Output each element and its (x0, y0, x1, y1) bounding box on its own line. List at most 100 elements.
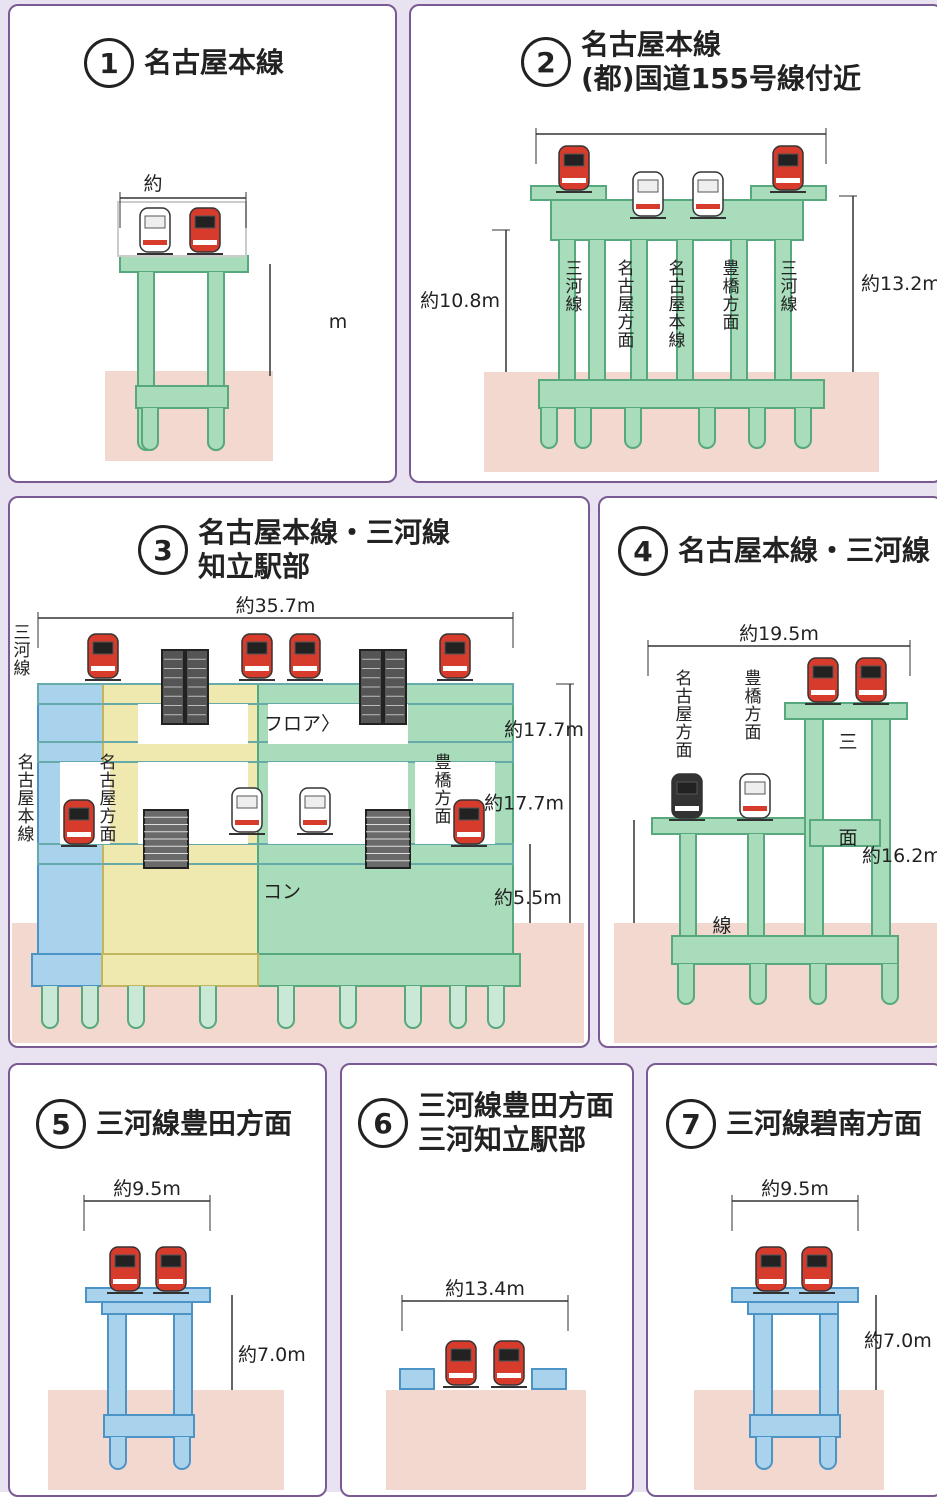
train-stripe (759, 1279, 783, 1284)
side-label: 線 (14, 659, 31, 679)
column-label: 河 (781, 277, 798, 297)
train-stripe (293, 666, 317, 671)
pile (449, 986, 467, 1029)
column-label: 名 (618, 259, 635, 279)
train-stripe (497, 1373, 521, 1378)
train-window (160, 1254, 182, 1268)
pile (487, 986, 505, 1029)
train-icon (439, 633, 471, 679)
height-label: 約7.0m (864, 1330, 932, 1352)
column-label: 本 (669, 313, 686, 333)
height-label: 約17.7m (504, 719, 584, 741)
panel-number: 1 (84, 38, 134, 88)
train-icon (739, 773, 771, 819)
train-body (807, 657, 839, 703)
direction-label: 古 (676, 687, 693, 707)
girder (119, 255, 249, 273)
direction-label: 方 (745, 705, 762, 725)
panel-title-text: 三河線碧南方面 (726, 1107, 923, 1140)
column-label: 古 (618, 277, 635, 297)
train-window (860, 665, 882, 679)
pile (698, 408, 716, 449)
high-deck (784, 702, 908, 720)
train-stripe (113, 1279, 137, 1284)
column-label: 面 (723, 313, 740, 333)
train-body (189, 207, 221, 253)
train-icon (493, 1340, 525, 1386)
panel-title-text: 三河線豊田方面 三河知立駅部 (418, 1089, 614, 1157)
train-stripe (159, 1279, 183, 1284)
concourse-label: コン (263, 881, 301, 903)
title-line-2: (都)国道155号線付近 (581, 62, 862, 95)
direction-label: 橋 (745, 687, 762, 707)
panel-title-text: 名古屋本線・三河線 (678, 534, 931, 567)
pile (277, 986, 295, 1029)
panel-number: 2 (521, 37, 571, 87)
train-body (755, 1246, 787, 1292)
column-label: 方 (723, 295, 740, 315)
pile (881, 964, 899, 1005)
pile (109, 1437, 127, 1470)
train-icon (109, 1246, 141, 1292)
column-label: 古 (669, 277, 686, 297)
footing (749, 1414, 841, 1438)
footing-yellow (101, 953, 259, 987)
train-stripe (776, 178, 800, 183)
train-body (109, 1246, 141, 1292)
pile (588, 240, 606, 399)
train-window (498, 1348, 520, 1362)
pile (404, 986, 422, 1029)
train-body (453, 799, 485, 845)
column-label: 屋 (669, 295, 686, 315)
section-drawing: 約13.4m (386, 1278, 586, 1490)
train-window (294, 641, 316, 655)
panel-number: 7 (666, 1099, 716, 1149)
section-drawing: 約m (105, 173, 348, 461)
deck (731, 1287, 859, 1303)
train-body (493, 1340, 525, 1386)
side-label: 本 (18, 807, 35, 827)
pile (748, 408, 766, 449)
train-body (439, 633, 471, 679)
panel-title-text: 名古屋本線・三河線 知立駅部 (198, 516, 450, 584)
direction-label: 豊 (745, 669, 762, 689)
title-line-1: 名古屋本線 (581, 28, 722, 61)
pile (173, 1437, 191, 1470)
title-line-2: 知立駅部 (198, 550, 311, 583)
train-stripe (91, 666, 115, 671)
train-body (299, 787, 331, 833)
train-stripe (859, 690, 883, 695)
crossbeam (809, 819, 881, 847)
pile (207, 408, 225, 451)
pile (199, 986, 217, 1029)
panel-title: 4 名古屋本線・三河線 (618, 526, 930, 576)
train-icon (299, 787, 331, 833)
height-label: 約16.2m (862, 845, 937, 867)
inner-label: 豊 (435, 753, 452, 773)
track-deck (117, 201, 247, 257)
panel-number: 3 (138, 525, 188, 575)
height-label: 約13.2m (861, 273, 937, 295)
train-window (68, 807, 90, 821)
train-stripe (696, 204, 720, 209)
column-label: 河 (566, 277, 583, 297)
pile (819, 1437, 837, 1470)
side-label: 河 (14, 641, 31, 661)
train-body (692, 171, 724, 217)
direction-label: 屋 (676, 705, 693, 725)
floor-slab (37, 683, 514, 705)
height-label: m (329, 311, 348, 333)
label: 線 (712, 915, 731, 937)
train-stripe (443, 666, 467, 671)
title-line-1: 名古屋本線・三河線 (198, 516, 451, 549)
pile (127, 986, 145, 1029)
side-label: 古 (18, 771, 35, 791)
train-icon (671, 773, 703, 819)
train-window (637, 179, 659, 193)
